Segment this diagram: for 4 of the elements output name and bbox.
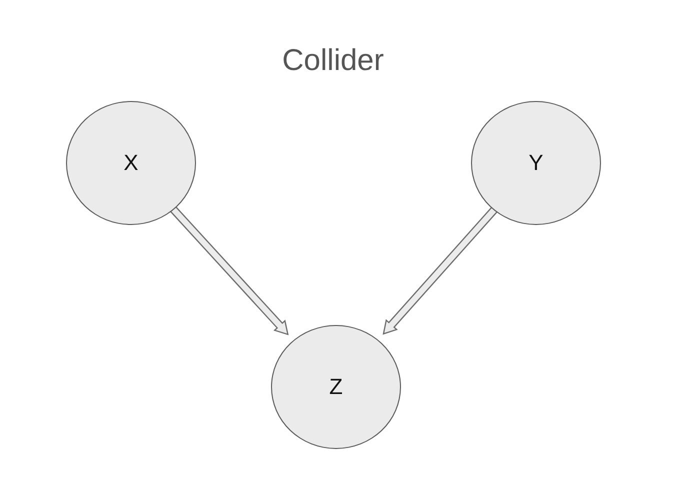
node-label: X [124,150,138,176]
diagram-title: Collider [281,44,385,78]
node-label: Y [528,150,544,176]
node-label: Z [329,374,343,400]
